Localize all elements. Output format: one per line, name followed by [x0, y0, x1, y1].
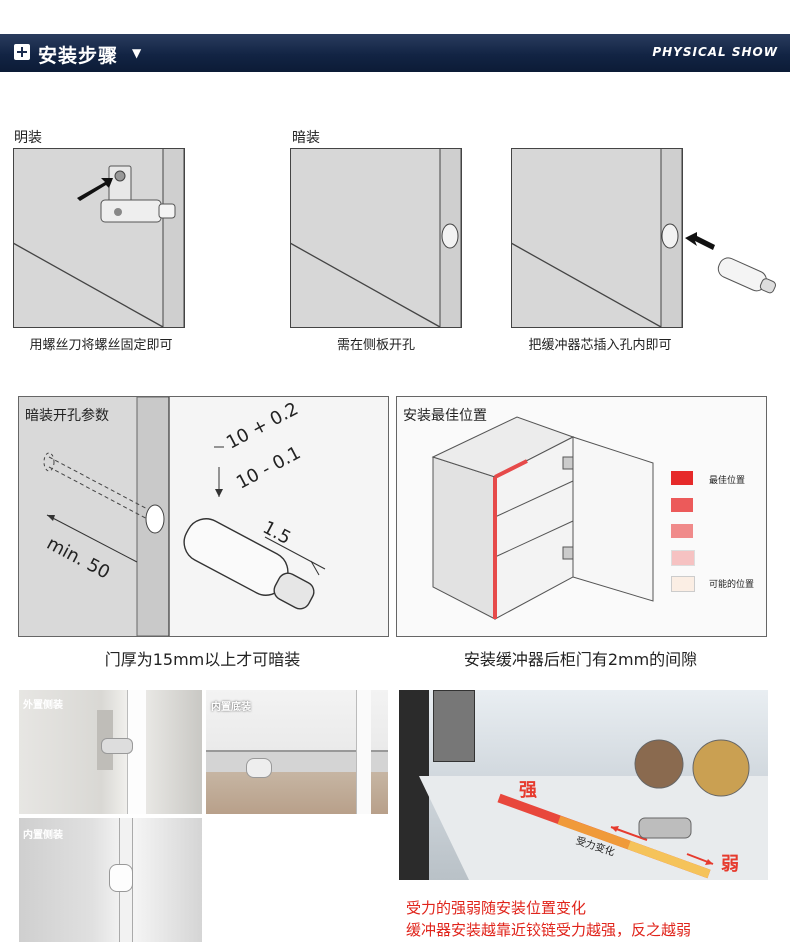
photo-label-outer-side: 外置侧装 [23, 700, 63, 711]
force-arrows [419, 739, 768, 880]
hole-shape [441, 223, 459, 249]
caption-insert: 把缓冲器芯插入孔内即可 [528, 338, 672, 353]
arrow-icon [685, 232, 715, 250]
note-line-2: 缓冲器安装越靠近铰链受力越强，反之越弱 [406, 921, 692, 939]
legend-swatch-best [671, 471, 693, 485]
cabinet-diagram [431, 416, 654, 620]
legend-swatch-2 [671, 498, 693, 512]
strong-label: 强 [519, 780, 537, 801]
caption-door-thickness: 门厚为15mm以上才可暗装 [104, 650, 301, 669]
params-label: 暗装开孔参数 [25, 408, 109, 424]
damper-core-shape [717, 257, 776, 294]
hidden-hole-diagram [290, 148, 462, 328]
photo-label-inner-bottom: 内置底装 [211, 702, 251, 713]
brand-text: PHYSICAL SHOW [652, 45, 778, 59]
position-label: 安装最佳位置 [403, 408, 487, 424]
photo-inner-bottom: 内置底装 [206, 690, 388, 814]
arrow-icon [77, 178, 113, 201]
caption-screw: 用螺丝刀将螺丝固定即可 [29, 338, 173, 353]
legend-best-label: 最佳位置 [709, 476, 746, 486]
insert-core-diagram [511, 148, 776, 328]
legend-swatch-3 [671, 524, 693, 538]
photo-force-change: 强 弱 受力变化 [399, 690, 768, 880]
best-position-panel: 安装最佳位置 最佳位置 可能的位置 [396, 396, 767, 637]
damper-body-shape [100, 199, 162, 223]
hidden-label: 暗装 [292, 130, 320, 146]
section-header: 安装步骤 ▼ PHYSICAL SHOW [0, 34, 790, 72]
legend-possible-label: 可能的位置 [709, 580, 755, 590]
legend-swatch-possible [671, 576, 695, 592]
hole-params-panel: 暗装开孔参数 10 + 0.2 10 - 0.1 1.5 min. 50 [18, 396, 389, 637]
note-line-1: 受力的强弱随安装位置变化 [406, 899, 587, 917]
photo-outer-side: 外置侧装 [19, 690, 202, 814]
caption-drill: 需在侧板开孔 [336, 338, 415, 353]
plus-icon [14, 44, 30, 60]
section-title: 安装步骤 [38, 45, 119, 67]
legend-swatch-4 [671, 550, 695, 566]
exposed-label: 明装 [14, 130, 42, 146]
weak-label: 弱 [721, 854, 739, 875]
photo-inner-side: 内置侧装 [19, 818, 202, 942]
exposed-mount-diagram [13, 148, 185, 328]
caption-door-gap: 安装缓冲器后柜门有2mm的间隙 [463, 650, 698, 669]
damper-core-shape [183, 518, 315, 610]
hole-params-diagram [43, 397, 388, 636]
triangle-down-icon: ▼ [132, 46, 142, 60]
photo-label-inner-side: 内置侧装 [23, 830, 63, 841]
